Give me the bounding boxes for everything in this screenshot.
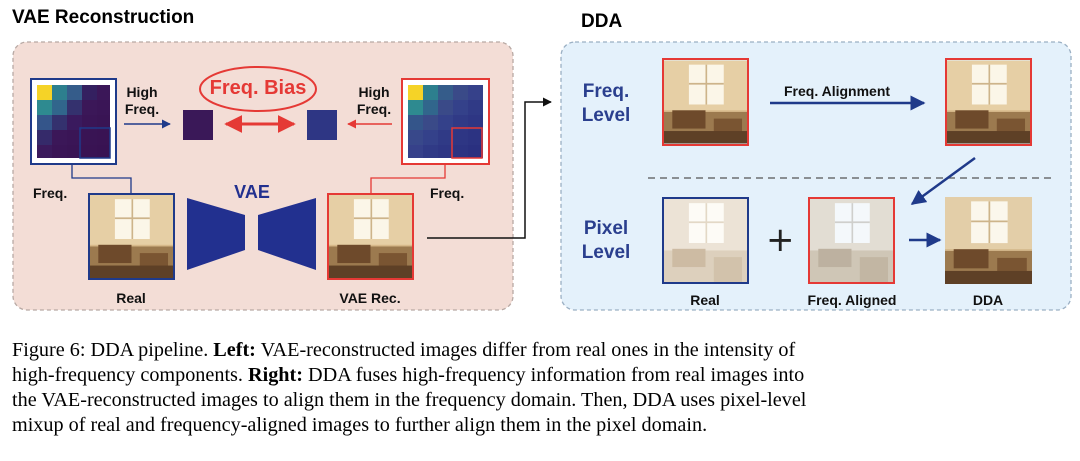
high-freq-left-line1: High bbox=[126, 84, 158, 100]
freq-label-right: Freq. bbox=[430, 185, 465, 201]
high-freq-right-line1: High bbox=[358, 84, 390, 100]
freq-level-label: Freq. Level bbox=[570, 80, 642, 128]
vae-rec-image bbox=[327, 193, 414, 280]
real-image-right bbox=[662, 197, 749, 284]
vae-to-grid-connector bbox=[370, 165, 446, 193]
vae-rec-label: VAE Rec. bbox=[339, 290, 401, 306]
caption-line-3: the VAE-reconstructed images to align th… bbox=[12, 389, 807, 411]
high-freq-left-line2: Freq. bbox=[124, 101, 160, 117]
left-panel-title: VAE Reconstruction bbox=[12, 7, 195, 28]
right-panel-title: DDA bbox=[581, 11, 623, 32]
vae-rec-frequency-grid bbox=[401, 78, 490, 165]
vae-encoder-shape bbox=[187, 198, 245, 270]
real-to-grid-connector bbox=[71, 165, 132, 193]
pixel-level-line1: Pixel bbox=[583, 218, 629, 239]
figure-caption: Figure 6: DDA pipeline. Left: VAE-recons… bbox=[12, 338, 1070, 438]
freq-aligned-image bbox=[808, 197, 895, 284]
panel-connector bbox=[427, 97, 552, 239]
dda-label: DDA bbox=[972, 292, 1004, 308]
freq-level-line2: Level bbox=[581, 105, 631, 126]
freq-label-left: Freq. bbox=[33, 185, 68, 201]
diagonal-arrow bbox=[910, 156, 976, 206]
high-freq-label-right: High Freq. bbox=[352, 84, 396, 118]
caption-line-4: mixup of real and frequency-aligned imag… bbox=[12, 414, 708, 436]
freq-aligned-output bbox=[945, 58, 1032, 146]
caption-line1-c: VAE-reconstructed images differ from rea… bbox=[255, 339, 796, 361]
vae-high-freq-patch bbox=[307, 110, 337, 140]
figure-6: VAE Reconstruction DDA bbox=[12, 7, 1072, 311]
plus-sign: + bbox=[766, 220, 795, 260]
vae-label: VAE bbox=[234, 182, 270, 202]
high-freq-right-line2: Freq. bbox=[356, 101, 392, 117]
caption-line-1: Figure 6: DDA pipeline. Left: VAE-recons… bbox=[12, 338, 1070, 363]
caption-right-bold: Right: bbox=[248, 364, 303, 386]
caption-left-bold: Left: bbox=[213, 339, 256, 361]
real-label-left: Real bbox=[116, 290, 146, 306]
freq-level-line1: Freq. bbox=[582, 81, 630, 102]
freq-aligned-label: Freq. Aligned bbox=[807, 292, 897, 308]
real-label-right: Real bbox=[690, 292, 720, 308]
vae-rec-image-freq bbox=[662, 58, 749, 146]
figure-graphics bbox=[12, 41, 1072, 311]
pixel-level-label: Pixel Level bbox=[570, 217, 642, 265]
vae-decoder-shape bbox=[258, 198, 316, 270]
freq-bias-ellipse bbox=[199, 66, 317, 112]
dda-output-image bbox=[945, 197, 1032, 284]
pixel-level-line2: Level bbox=[581, 242, 631, 263]
high-freq-label-left: High Freq. bbox=[120, 84, 164, 118]
freq-alignment-label: Freq. Alignment bbox=[784, 83, 891, 99]
caption-line2-a: high-frequency components. bbox=[12, 364, 249, 386]
caption-line1-a: Figure 6: DDA pipeline. bbox=[12, 339, 214, 361]
real-image-left bbox=[88, 193, 175, 280]
caption-line2-c: DDA fuses high-frequency information fro… bbox=[302, 364, 805, 386]
freq-bias-label: Freq. Bias bbox=[209, 77, 307, 99]
real-frequency-grid bbox=[30, 78, 117, 165]
real-high-freq-patch bbox=[183, 110, 213, 140]
caption-line-2: high-frequency components. Right: DDA fu… bbox=[12, 363, 1070, 388]
